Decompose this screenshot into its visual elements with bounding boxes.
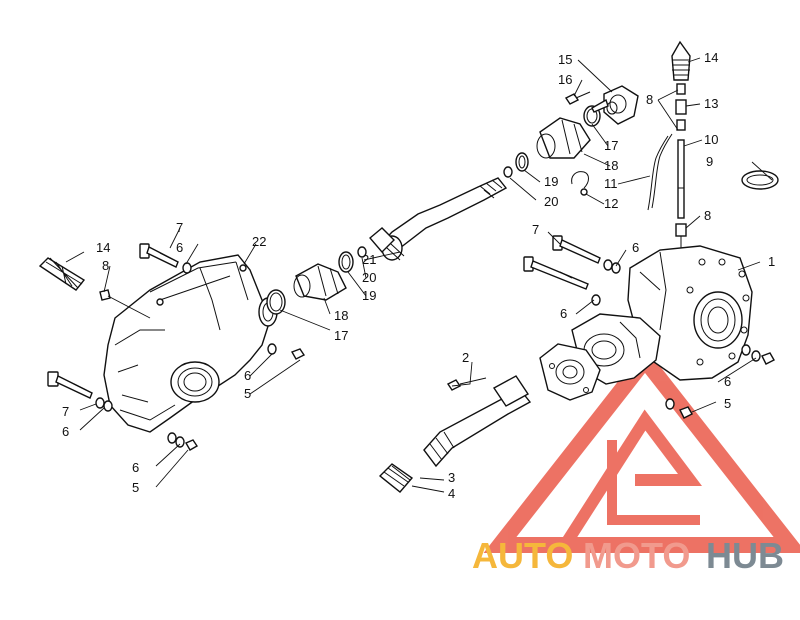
callout-5c: 5 [724,396,731,411]
callout-6g: 6 [560,306,567,321]
callout-5b: 5 [244,386,251,401]
boot-18-left [293,263,347,301]
callout-22: 22 [252,234,266,249]
callout-labels: 1 2 3 4 5 5 5 6 6 6 6 6 6 6 7 7 7 8 8 8 … [62,50,775,501]
callout-21: 21 [362,252,376,267]
driveshaft [369,177,508,261]
ring-20-left [357,246,367,258]
callout-6a: 6 [132,460,139,475]
boot-4 [378,463,414,493]
rear-gearcase-housing [627,245,753,381]
ring-9 [741,170,779,190]
boot-18-right [536,117,591,159]
bolt-16 [564,91,591,105]
rear-shaft-3 [423,375,532,468]
callout-19a: 19 [362,288,376,303]
callout-9: 9 [706,154,713,169]
clip-12 [571,171,589,196]
callout-7b: 7 [62,404,69,419]
bolt-7-left-top [139,243,192,274]
callout-16: 16 [558,72,572,87]
callout-17b: 17 [604,138,618,153]
callout-7a: 7 [176,220,183,235]
washers-right-low [665,344,775,419]
callout-6e: 6 [724,374,731,389]
callout-6b: 6 [62,424,69,439]
callout-6c: 6 [244,368,251,383]
washer-6-right-mid [591,294,601,306]
output-flange [539,343,601,401]
callout-6f: 6 [632,240,639,255]
callout-18a: 18 [334,308,348,323]
bolt-7-right-a [552,235,621,274]
callout-19b: 19 [544,174,558,189]
washers-left-mid [267,343,306,360]
callout-17a: 17 [334,328,348,343]
watermark-hub: HUB [706,535,784,576]
watermark-wordmark: AUTO MOTO HUB [472,535,784,576]
callout-8b: 8 [646,92,653,107]
callout-8a: 8 [102,258,109,273]
callout-10: 10 [704,132,718,147]
clamp-17-left [266,289,286,315]
callout-8c: 8 [704,208,711,223]
watermark-auto: AUTO [472,535,573,576]
clamp-19-left [338,251,354,273]
callout-2: 2 [462,350,469,365]
clamp-19-right [515,152,529,172]
bolt-2 [446,377,487,391]
watermark-logo-icon [483,347,800,553]
bolt-7-left-bottom [47,371,113,412]
boot-14-left [38,257,151,319]
flange-15 [591,85,639,125]
callout-13: 13 [704,96,718,111]
front-gearcase-housing [103,254,278,433]
callout-18b: 18 [604,158,618,173]
callout-4: 4 [448,486,455,501]
callout-12: 12 [604,196,618,211]
callout-15: 15 [558,52,572,67]
callout-14a: 14 [96,240,110,255]
callout-14b: 14 [704,50,718,65]
callout-11: 11 [604,176,618,191]
callout-3: 3 [448,470,455,485]
callout-5a: 5 [132,480,139,495]
callout-7c: 7 [532,222,539,237]
washers-left-bottom [167,432,198,451]
callout-20b: 20 [544,194,558,209]
watermark-moto: MOTO [583,535,690,576]
vent-tube-assembly [671,40,691,258]
leader-lines [65,57,773,493]
callout-1: 1 [768,254,775,269]
bolt-7-right-b [523,256,589,290]
ring-20-right [503,166,513,178]
callout-20a: 20 [362,270,376,285]
vent-hose-11 [647,133,673,211]
callout-6d: 6 [176,240,183,255]
